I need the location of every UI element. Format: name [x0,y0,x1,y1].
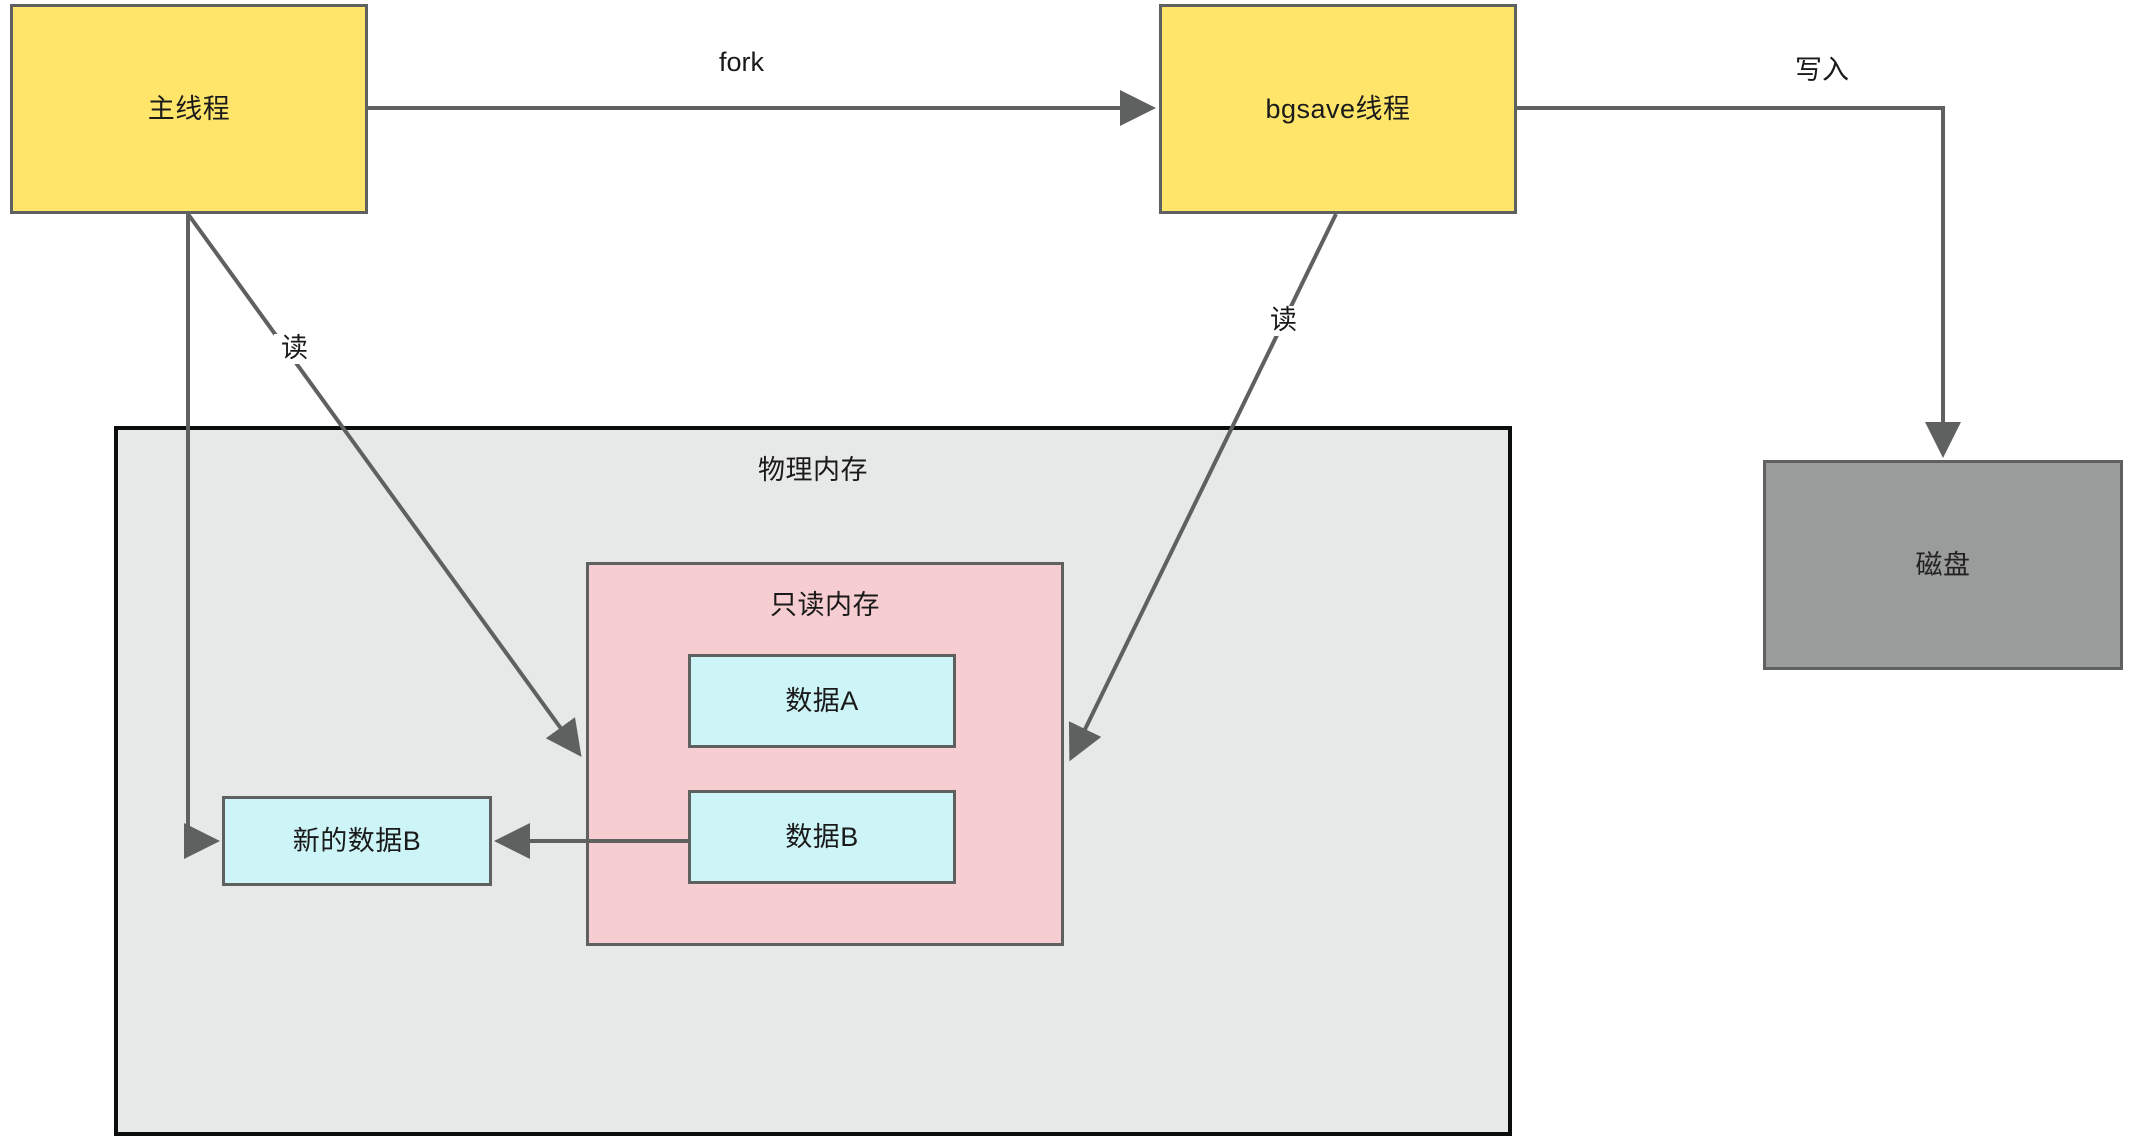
data-b-box: 数据B [688,790,956,884]
edge-label-bgsave-read: 读 [1263,305,1304,336]
bgsave-thread-box: bgsave线程 [1159,4,1517,214]
disk-box: 磁盘 [1763,460,2123,670]
data-a-box: 数据A [688,654,956,748]
edge-label-fork: fork [712,47,772,78]
data-b-label: 数据B [785,821,859,852]
edge-label-write: 写入 [1788,55,1856,86]
main-thread-label: 主线程 [147,93,231,124]
main-thread-box: 主线程 [10,4,368,214]
new-data-b-label: 新的数据B [292,825,422,856]
disk-label: 磁盘 [1915,549,1971,580]
physical-memory-label: 物理内存 [758,455,868,485]
edge-write [1517,106,1961,458]
readonly-memory-region: 只读内存 [586,562,1064,946]
data-a-label: 数据A [785,685,859,716]
new-data-b-box: 新的数据B [222,796,492,886]
bgsave-thread-label: bgsave线程 [1265,93,1411,124]
readonly-memory-label: 只读内存 [770,590,880,620]
edge-label-main-read: 读 [274,333,315,364]
